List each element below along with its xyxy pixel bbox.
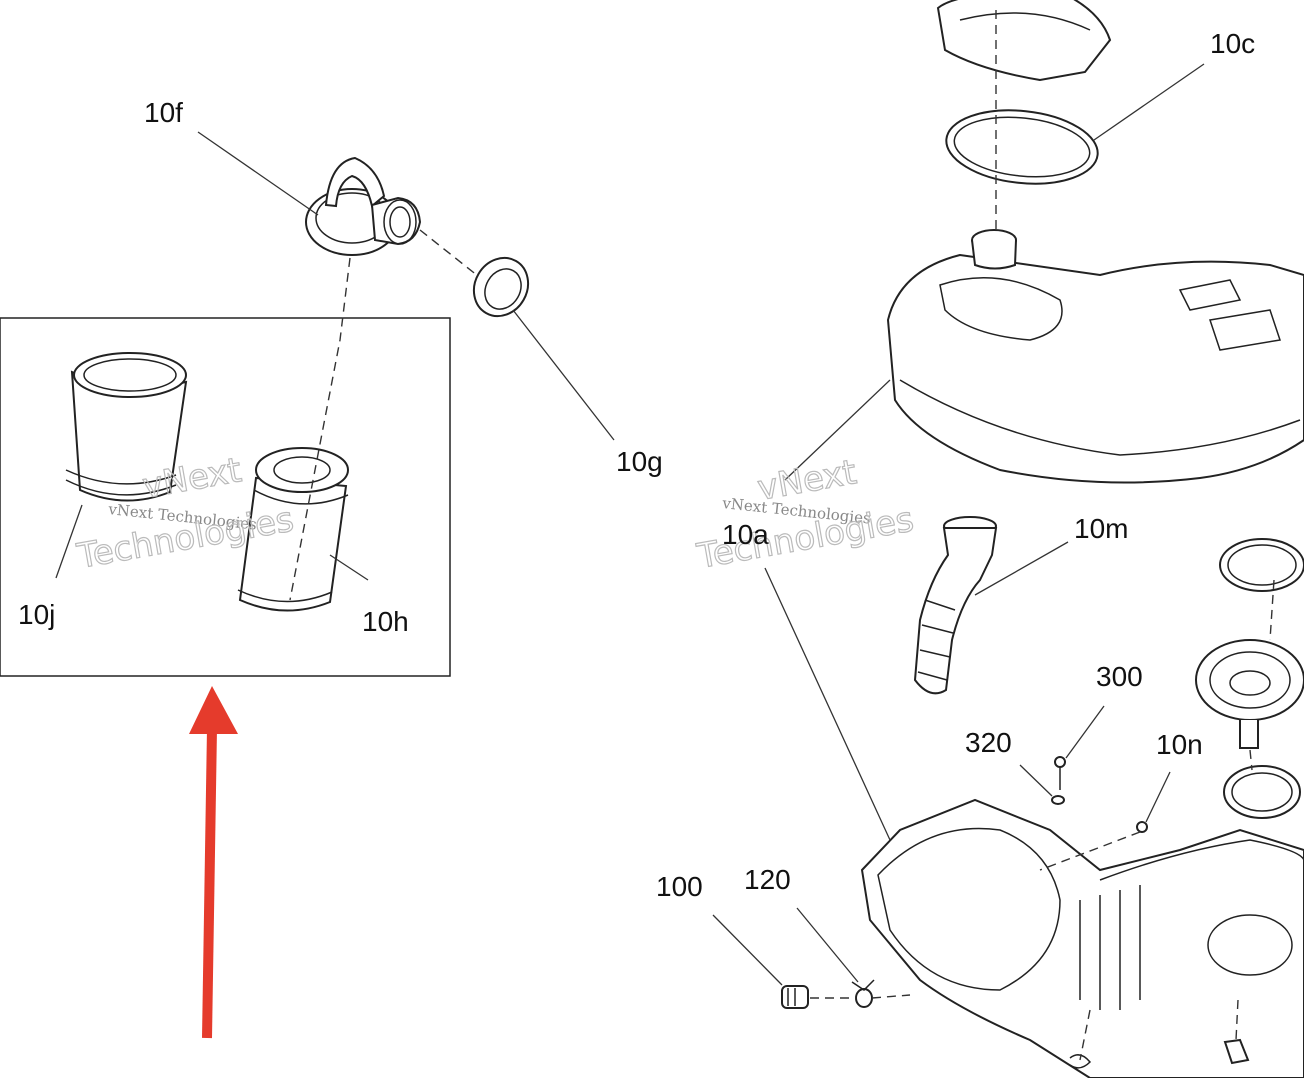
callout-10m: 10m xyxy=(1074,513,1128,544)
part-screw-small xyxy=(1136,821,1148,833)
part-cap xyxy=(1195,639,1304,749)
leader-lines xyxy=(55,63,1205,986)
part-10c-gasket xyxy=(945,109,1099,185)
part-lower-housing xyxy=(860,798,1304,1078)
callout-100: 100 xyxy=(656,871,703,902)
part-10n-clamp xyxy=(1223,765,1301,819)
callout-10j: 10j xyxy=(18,599,55,630)
watermark-outline-vnext: vNext xyxy=(755,452,860,509)
callout-320: 320 xyxy=(965,727,1012,758)
callout-labels: 10f 10g 10j 10h 10c 10a 10m 300 320 10n … xyxy=(18,28,1255,902)
part-300-screw xyxy=(1051,756,1066,805)
part-100-plug xyxy=(781,985,809,1009)
assembly-axes xyxy=(289,10,1275,1061)
pointer-arrow xyxy=(189,686,238,1039)
watermark-right: vNext Technologies vNext Technologies xyxy=(693,452,917,578)
part-10j-sleeve xyxy=(65,352,188,502)
part-bottom-clip xyxy=(1069,1038,1250,1069)
callout-10g: 10g xyxy=(616,446,663,477)
callout-10f: 10f xyxy=(144,97,183,128)
part-top-cover xyxy=(936,0,1112,82)
detail-box xyxy=(0,317,451,677)
callout-120: 120 xyxy=(744,864,791,895)
part-120-clip xyxy=(851,979,875,1008)
part-10g-ring xyxy=(472,256,530,318)
part-10m-duct xyxy=(913,516,998,695)
part-10h-filter xyxy=(237,447,349,612)
callout-10h: 10h xyxy=(362,606,409,637)
part-10a-upper-housing xyxy=(886,229,1304,484)
callout-300: 300 xyxy=(1096,661,1143,692)
callout-10n: 10n xyxy=(1156,729,1203,760)
callout-10c: 10c xyxy=(1210,28,1255,59)
part-10f-cover xyxy=(305,156,422,256)
callout-10a: 10a xyxy=(722,519,769,550)
part-clamp-ring xyxy=(1219,538,1304,592)
